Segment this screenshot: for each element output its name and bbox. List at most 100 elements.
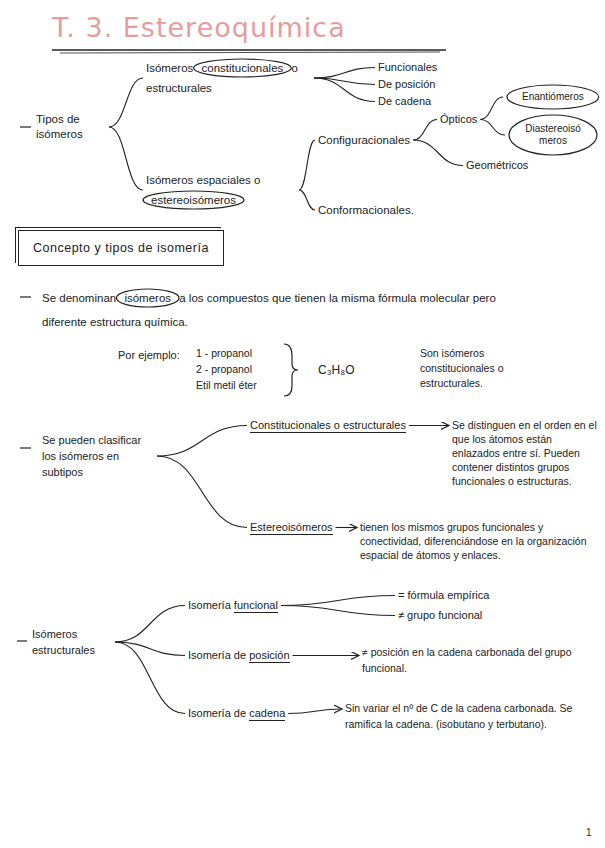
- tree-item: Ópticos: [440, 112, 477, 127]
- node-text: Se distinguen en el orden en el que los …: [452, 418, 597, 488]
- tree-item: Isómeros espaciales o estereoisómeros: [146, 170, 296, 210]
- node-text: Tipos de isómeros: [36, 112, 106, 142]
- branch-line: [299, 140, 315, 190]
- node-text: Configuracionales: [318, 132, 410, 148]
- tree-item: Isómeros constitucionales o estructurale…: [146, 58, 311, 98]
- word-circle: [194, 59, 292, 77]
- node-text: Isomería funcional: [188, 598, 278, 613]
- branch-line: [413, 120, 437, 141]
- node-text: = fórmula empírica: [398, 588, 489, 603]
- node-text: ≠ posición en la cadena carbonada del gr…: [362, 644, 590, 676]
- description: tienen los mismos grupos funcionales y c…: [360, 520, 595, 562]
- node-text: Isómeros estructurales: [32, 626, 112, 658]
- node-text: Conformacionales.: [318, 202, 414, 218]
- tree-item: Funcionales: [378, 60, 437, 75]
- branch-line: [109, 78, 143, 127]
- bullet-dash: [20, 126, 31, 127]
- branch-line: [480, 97, 503, 120]
- node-text: Isomería de posición: [188, 648, 290, 663]
- circled-word: constitucionales: [197, 62, 289, 74]
- node-text: Constitucionales o estructurales: [250, 418, 406, 433]
- underlined-text: Constitucionales o estructurales: [250, 419, 406, 433]
- tree-item: Configuracionales: [318, 132, 410, 148]
- node-text: Isómeros espaciales o estereoisómeros: [146, 170, 296, 210]
- branch-line: [281, 596, 395, 606]
- description: Sin variar el nº de C de la cadena carbo…: [345, 700, 590, 732]
- node-text: Enantiómeros: [522, 90, 584, 104]
- branch-line: [299, 190, 315, 210]
- bullet-dash: [17, 640, 27, 641]
- underlined-text: Estereoisómeros: [250, 521, 333, 535]
- tree-item: ≠ grupo funcional: [398, 608, 482, 623]
- tree-item: Isómeros estructurales: [32, 626, 112, 658]
- branch-line: [157, 456, 247, 528]
- underlined-word: funcional: [234, 599, 278, 613]
- page-number: 1: [586, 826, 592, 840]
- node-text: Isomería de cadena: [188, 706, 285, 721]
- tree-item: De posición: [378, 77, 435, 92]
- page-title: T. 3. Estereoquímica: [52, 12, 346, 43]
- description: Se distinguen en el orden en el que los …: [452, 418, 597, 488]
- node-text: Estereoisómeros: [250, 520, 333, 535]
- node-text: Geométricos: [466, 158, 528, 173]
- branch-line: [157, 426, 247, 457]
- branch-line: [115, 606, 185, 643]
- example-compound: 2 - propanol: [196, 362, 252, 377]
- tree-item: Constitucionales o estructurales: [250, 418, 406, 433]
- branch-line: [480, 120, 505, 136]
- circled-word: estereoisómeros: [146, 194, 241, 206]
- word-circle: [143, 191, 244, 209]
- node-text: Se pueden clasificar los isómeros en sub…: [42, 432, 154, 480]
- node-text: De posición: [378, 77, 435, 92]
- word-circle: [116, 289, 179, 307]
- arrow-connector: [409, 425, 449, 426]
- tree-item: De cadena: [378, 94, 431, 109]
- branch-line: [109, 127, 143, 190]
- branch-line: [413, 140, 463, 166]
- node-text: tienen los mismos grupos funcionales y c…: [360, 520, 595, 562]
- tree-item: Conformacionales.: [318, 202, 414, 218]
- tree-item: Geométricos: [466, 158, 528, 173]
- ellipse-outline-shape: [509, 115, 597, 155]
- ellipse-outline-shape: [507, 85, 599, 109]
- example-compound: Etil metil éter: [196, 378, 257, 393]
- arrow-connector: [293, 655, 359, 656]
- bullet-dash: [20, 447, 31, 448]
- tree-item: Se pueden clasificar los isómeros en sub…: [42, 432, 154, 480]
- note-text: Son isómeros constitucionales o estructu…: [420, 346, 545, 391]
- tree-item: Isomería funcional: [188, 598, 278, 613]
- underlined-word: cadena: [249, 707, 285, 721]
- title-underline: [60, 52, 440, 53]
- underlined-word: posición: [249, 649, 289, 663]
- title-underline: [52, 49, 446, 51]
- node-text: Diastereoisómeros: [524, 123, 582, 147]
- tree-item: = fórmula empírica: [398, 588, 489, 603]
- node-text: Sin variar el nº de C de la cadena carbo…: [345, 700, 590, 732]
- arrow-connector: [336, 527, 357, 528]
- circled-word: isómeros: [119, 292, 176, 304]
- bullet-dash: [20, 296, 31, 297]
- example-compound: 1 - propanol: [196, 346, 252, 361]
- node-text: ≠ grupo funcional: [398, 608, 482, 623]
- arrow-connector: [288, 709, 342, 714]
- definition-text: Se denominan isómeros a los compuestos q…: [42, 286, 522, 334]
- molecular-formula: C₃H₈O: [318, 362, 355, 379]
- branch-line: [314, 68, 375, 79]
- circled-term: Diastereoisómeros: [508, 114, 598, 156]
- section-heading-box: Concepto y tipos de isomería: [18, 230, 224, 266]
- curly-brace: [284, 344, 298, 396]
- tree-item: Isomería de cadena: [188, 706, 285, 721]
- example-intro: Por ejemplo:: [118, 348, 180, 363]
- node-text: Isómeros constitucionales o estructurale…: [146, 58, 311, 98]
- node-text: Concepto y tipos de isomería: [33, 239, 209, 257]
- node-text: De cadena: [378, 94, 431, 109]
- tree-item: Tipos de isómeros: [36, 112, 106, 142]
- branch-line: [314, 78, 375, 102]
- node-text: Ópticos: [440, 112, 477, 127]
- description: ≠ posición en la cadena carbonada del gr…: [362, 644, 590, 676]
- branch-line: [115, 642, 185, 714]
- branch-line: [281, 606, 395, 616]
- tree-item: Isomería de posición: [188, 648, 290, 663]
- node-text: Funcionales: [378, 60, 437, 75]
